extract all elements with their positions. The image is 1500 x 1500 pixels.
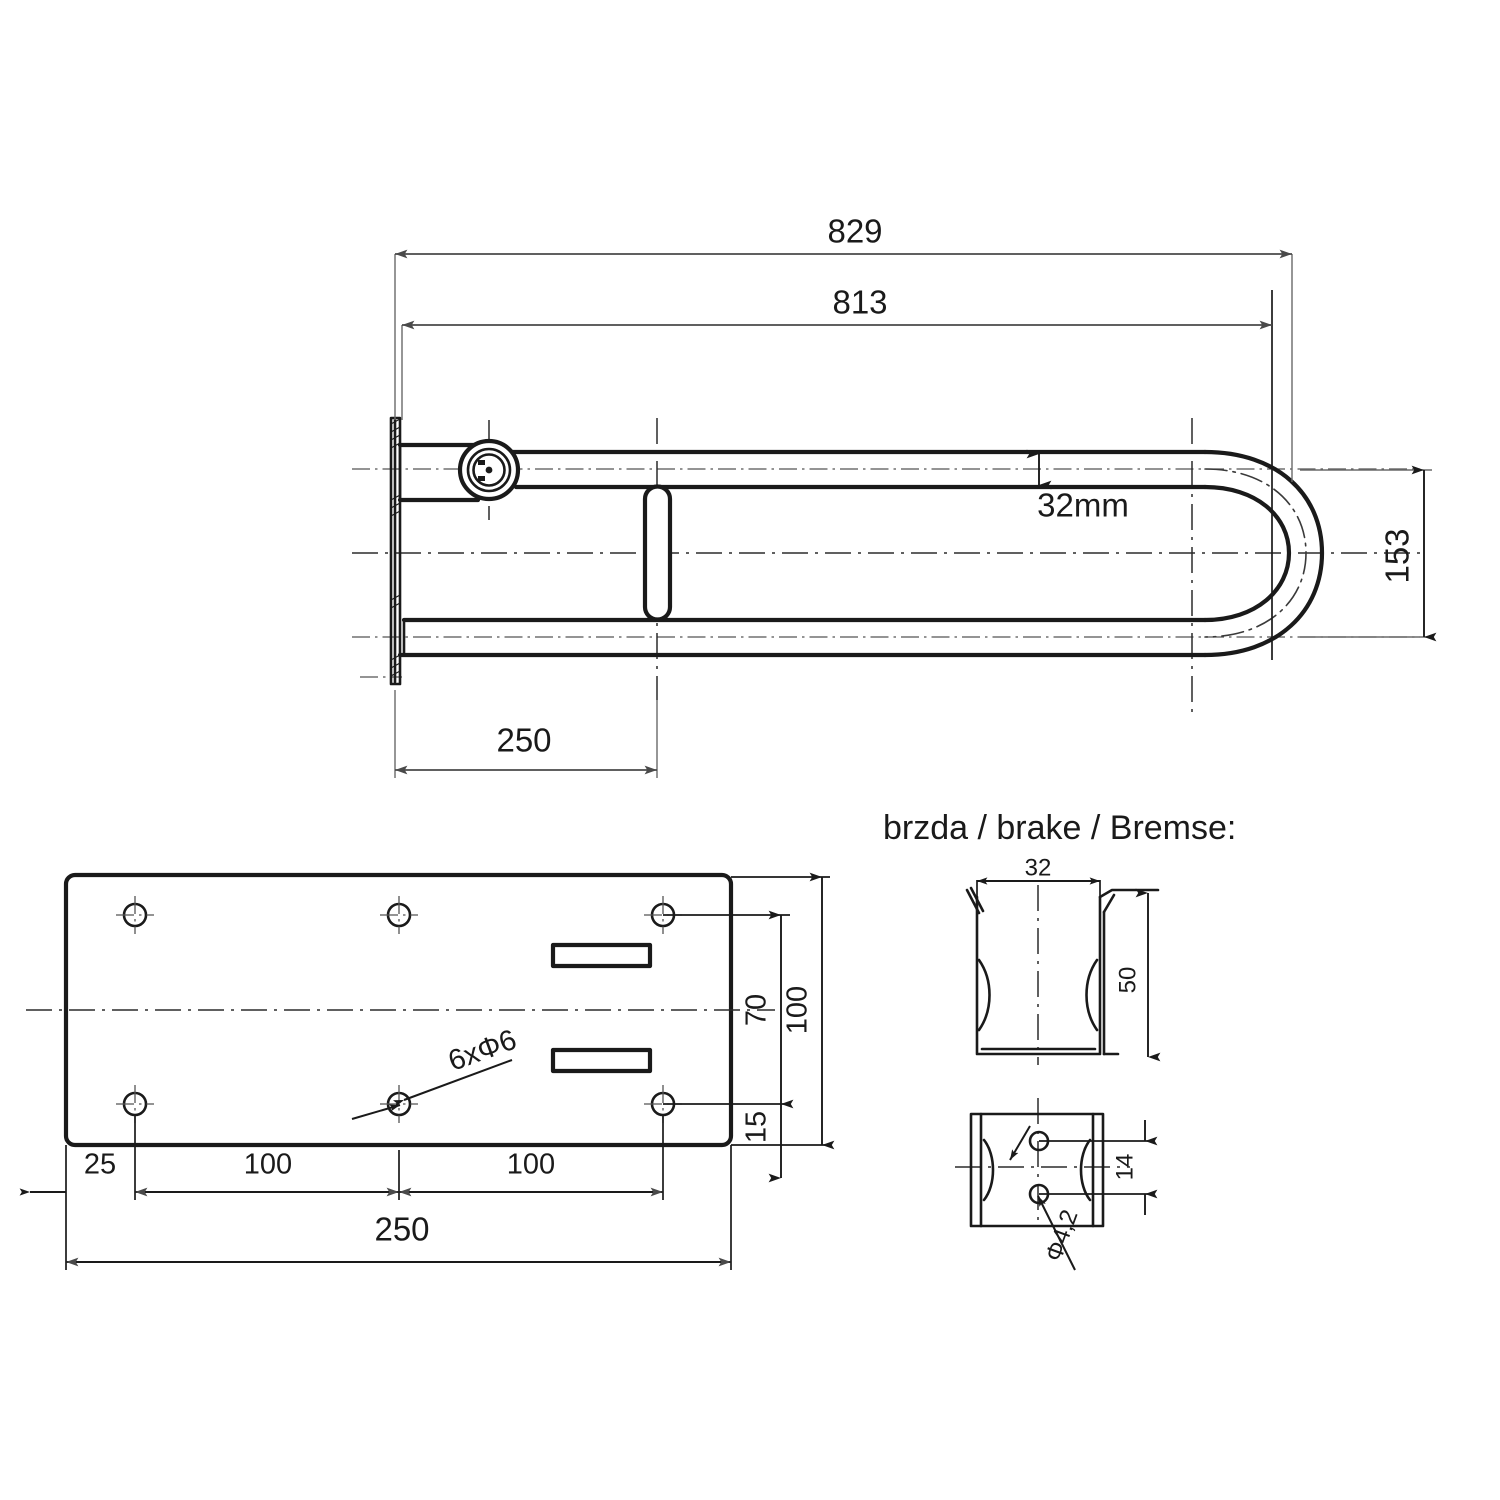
dimension-plate-70-text: 70 xyxy=(741,994,773,1026)
dimension-brake-14-text: 14 xyxy=(1111,1154,1138,1181)
wall-plate-plan-view: 6xΦ6 100 70 15 xyxy=(19,872,835,1270)
dimension-brake-32-text: 32 xyxy=(1025,854,1052,881)
brake-front-view: 32 50 xyxy=(965,854,1161,1065)
dimension-250-main-text: 250 xyxy=(496,722,551,759)
dimension-813-text: 813 xyxy=(832,284,887,321)
upper-tube xyxy=(489,449,1208,490)
dimension-plate-100-text: 100 xyxy=(782,986,814,1034)
brake-side-view: Φ4,2 14 xyxy=(955,1098,1158,1271)
dimension-brake-50-text: 50 xyxy=(1114,967,1141,994)
dimension-829-text: 829 xyxy=(827,213,882,250)
dimension-plate-100-b: 100 xyxy=(398,1115,664,1200)
dimension-250-main: 250 xyxy=(394,690,658,778)
plate-slot xyxy=(550,1047,653,1074)
dimension-plate-25-text: 25 xyxy=(84,1149,116,1181)
dimension-brake-50: 50 xyxy=(1114,888,1161,1062)
dimension-153-text: 153 xyxy=(1379,528,1416,583)
dimension-plate-100-a-text: 100 xyxy=(244,1149,292,1181)
wall-plate-edge xyxy=(389,416,402,686)
plate-hole xyxy=(380,1085,418,1123)
hole-callout: 6xΦ6 xyxy=(351,1024,521,1120)
lower-tube xyxy=(397,617,1208,658)
dimension-813: 813 xyxy=(401,284,1273,660)
brake-section: brzda / brake / Bremse: xyxy=(883,809,1236,1271)
u-bend-loop xyxy=(1202,449,1325,658)
plate-hole xyxy=(116,896,154,934)
hinge-bracket xyxy=(397,442,483,503)
dimension-brake-32: 32 xyxy=(976,854,1101,900)
brake-section-heading: brzda / brake / Bremse: xyxy=(883,809,1236,847)
dimension-32mm: 32mm xyxy=(1026,449,1129,524)
plate-hole xyxy=(380,896,418,934)
dimension-plate-250: 250 xyxy=(65,1145,732,1270)
side-elevation-view: 829 813 32mm 153 xyxy=(352,213,1437,778)
dimension-153: 153 xyxy=(1300,465,1437,642)
dimension-plate-100-a: 100 xyxy=(134,1149,400,1200)
pivot-hinge xyxy=(457,438,521,502)
dimension-plate-25: 25 xyxy=(19,1115,136,1200)
dimension-plate-250-text: 250 xyxy=(374,1211,429,1248)
dimension-plate-70: 70 xyxy=(663,910,794,1109)
hole-callout-text: 6xΦ6 xyxy=(444,1024,521,1078)
center-handle-bar xyxy=(642,484,673,622)
plate-slot xyxy=(550,942,653,969)
dimension-plate-100-b-text: 100 xyxy=(507,1149,555,1181)
dimension-plate-15: 15 xyxy=(741,1104,782,1183)
dimension-brake-14: 14 xyxy=(1039,1120,1158,1215)
dimension-829: 829 xyxy=(394,213,1293,482)
dimension-plate-15-text: 15 xyxy=(741,1111,773,1143)
dimension-32mm-text: 32mm xyxy=(1037,487,1129,524)
